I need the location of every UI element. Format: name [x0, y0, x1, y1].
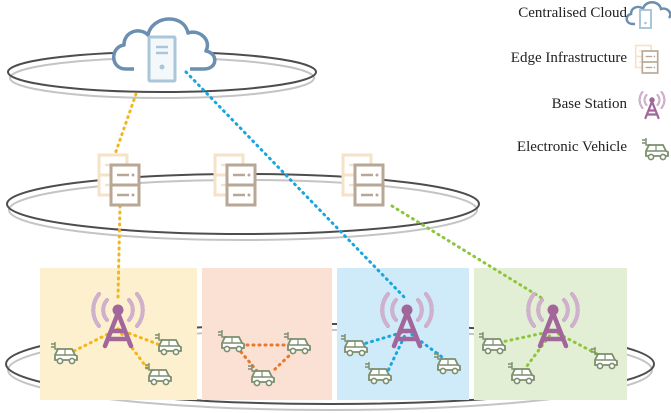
zone-green: [474, 268, 627, 400]
link-peach-car-1-car-3: [239, 350, 259, 373]
legend-base-icon: [638, 90, 666, 120]
cloud-server-icon: [112, 17, 217, 83]
legend-label-edge: Edge Infrastructure: [510, 50, 627, 66]
base-station-tower-icon-3: [528, 294, 578, 346]
link-cloud-to-edge: [111, 92, 138, 162]
link-cloud-to-base-blue: [184, 70, 409, 302]
link-green-tower-car-2: [551, 329, 601, 357]
edge-server-icon-3: [341, 153, 385, 207]
legend-label-vehicle: Electronic Vehicle: [516, 139, 627, 155]
legend-label-base: Base Station: [551, 96, 627, 112]
link-blue-tower-car-2: [405, 329, 448, 362]
zone-yellow: [40, 268, 197, 400]
edge-server-icon-2: [213, 153, 257, 207]
base-station-tower-icon-1: [93, 294, 143, 346]
legend-label-cloud: Centralised Cloud: [518, 5, 627, 21]
link-green-tower-car-1: [495, 329, 555, 345]
link-peach-car-2-car-3: [271, 350, 295, 373]
legend-cloud-icon: [625, 1, 671, 29]
base-station-tower-icon-2: [382, 294, 432, 346]
zone-blue: [337, 268, 469, 400]
legend-edge-icon: [634, 44, 659, 74]
legend-vehicle-icon: [641, 137, 669, 161]
link-edge-to-base-green: [390, 204, 547, 302]
edge-server-icon-1: [97, 153, 141, 207]
link-yellow-tower-car-1: [70, 327, 120, 354]
